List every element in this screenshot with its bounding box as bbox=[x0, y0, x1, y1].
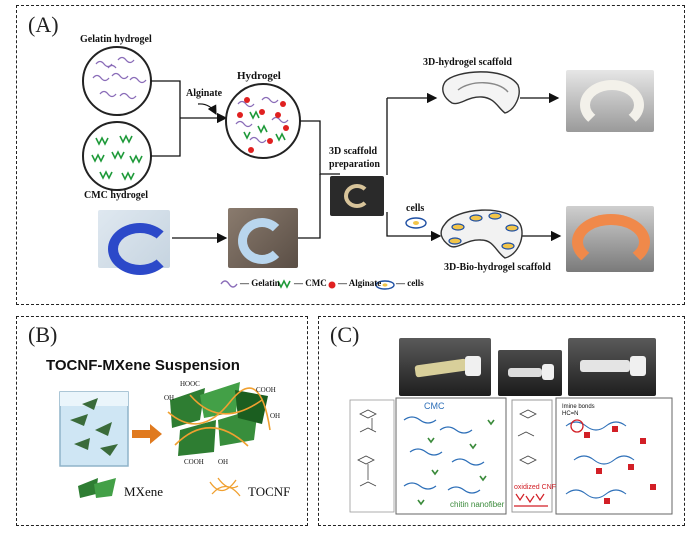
ocnf-box bbox=[511, 399, 553, 513]
group-cooh-1: COOH bbox=[256, 386, 276, 394]
gelatin-hydrogel-circle bbox=[82, 46, 152, 116]
imine-label-2: HC=N bbox=[562, 411, 579, 417]
legend-cells: — cells bbox=[396, 278, 424, 288]
legend-alginate: — Alginate bbox=[338, 278, 382, 288]
legend-gelatin: — Gelatin bbox=[240, 278, 280, 288]
ocnf-marks bbox=[514, 493, 548, 507]
prep-photo bbox=[330, 176, 384, 216]
cmc-chains bbox=[403, 416, 485, 494]
tocnf-legend-icon bbox=[209, 477, 241, 497]
cmc-vial-photo bbox=[399, 338, 491, 396]
bio-scaffold-photo bbox=[566, 206, 654, 272]
cells-label: cells bbox=[406, 203, 425, 214]
cmc-structure bbox=[349, 399, 395, 513]
panel-a-label: (A) bbox=[28, 12, 59, 37]
imine-network-box bbox=[555, 397, 673, 515]
panel-a bbox=[16, 5, 685, 305]
panel-b-label: (B) bbox=[28, 322, 58, 347]
blue-3d-model-image bbox=[98, 210, 172, 275]
chitin-marks bbox=[417, 419, 495, 506]
cell-glyph bbox=[405, 217, 427, 229]
group-oh-3: OH bbox=[218, 458, 229, 466]
printed-scaffold-photo bbox=[228, 208, 298, 268]
panel-b bbox=[16, 316, 308, 526]
mxene-legend-icon bbox=[78, 478, 116, 498]
hydrogel-label: Hydrogel bbox=[237, 70, 281, 82]
legend-cmc: — CMC bbox=[294, 278, 327, 288]
alginate-label: Alginate bbox=[186, 88, 223, 99]
bio-scaffold-drawing bbox=[440, 209, 523, 259]
scaffold-prep-label-1: 3D scaffold bbox=[329, 146, 378, 157]
cmc-label: CMC bbox=[424, 401, 445, 411]
panel-c bbox=[318, 316, 685, 526]
chitin-label: chitin nanofiber bbox=[450, 500, 505, 509]
panel-b-title: TOCNF-MXene Suspension bbox=[46, 357, 240, 374]
imine-vial-photo bbox=[568, 338, 656, 396]
group-oh-2: OH bbox=[270, 412, 281, 420]
mxene-tocnf-composite bbox=[167, 382, 271, 456]
hydrogel-scaffold-photo bbox=[566, 70, 654, 132]
hydrogel-scaffold-drawing bbox=[442, 71, 520, 114]
process-arrow bbox=[132, 424, 162, 444]
bio-scaffold-label: 3D-Bio-hydrogel scaffold bbox=[444, 262, 551, 273]
group-cooh-2: COOH bbox=[184, 458, 204, 466]
scaffold-prep-label-2: preparation bbox=[329, 159, 380, 170]
legend-glyphs bbox=[220, 279, 395, 290]
group-oh-1: OH bbox=[164, 394, 175, 402]
imine-highlight bbox=[570, 419, 584, 433]
beaker bbox=[59, 391, 129, 467]
imine-nodes bbox=[584, 426, 656, 504]
panel-c-label: (C) bbox=[330, 322, 360, 347]
ocnf-label: oxidized CNF bbox=[514, 484, 557, 491]
cmc-chitin-box bbox=[395, 397, 507, 515]
ocnf-vial-photo bbox=[498, 350, 562, 396]
imine-label-1: Imine bonds bbox=[562, 404, 595, 410]
tocnf-label: TOCNF bbox=[248, 484, 291, 499]
hydrogel-scaffold-label: 3D-hydrogel scaffold bbox=[423, 57, 512, 68]
mxene-label: MXene bbox=[124, 484, 163, 499]
gelatin-hydrogel-label: Gelatin hydrogel bbox=[80, 34, 152, 45]
cmc-hydrogel-label: CMC hydrogel bbox=[84, 190, 148, 201]
group-hooc: HOOC bbox=[180, 380, 200, 388]
